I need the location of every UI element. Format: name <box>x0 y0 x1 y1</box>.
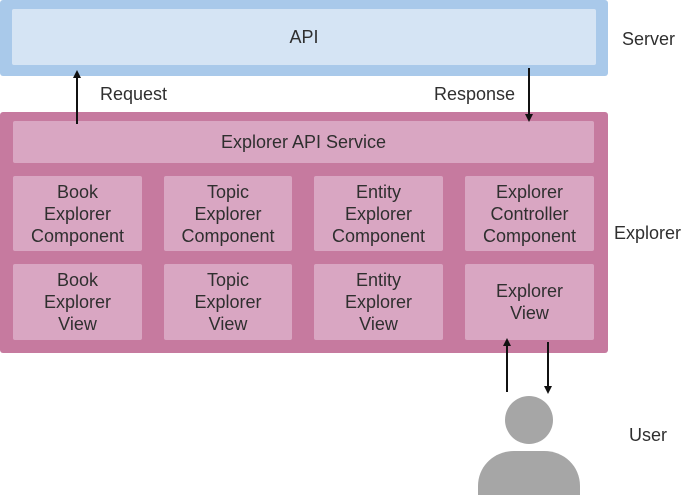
entity-explorer-view-box: Entity Explorer View <box>314 264 443 340</box>
book-explorer-view-box: Book Explorer View <box>13 264 142 340</box>
explorer-api-service-label: Explorer API Service <box>220 131 387 152</box>
topic-explorer-component-box: Topic Explorer Component <box>164 176 292 251</box>
book-explorer-component-box: Book Explorer Component <box>13 176 142 251</box>
explorer-controller-component-box: Explorer Controller Component <box>465 176 594 251</box>
explorer-api-service-box: Explorer API Service <box>13 121 594 163</box>
request-label: Request <box>100 84 168 104</box>
api-box: API <box>12 9 596 65</box>
explorer-view-box: Explorer View <box>465 264 594 340</box>
entity-explorer-component-box: Entity Explorer Component <box>314 176 443 251</box>
explorer-label: Explorer <box>614 223 681 243</box>
topic-explorer-view-box: Topic Explorer View <box>164 264 292 340</box>
api-label: API <box>289 26 319 47</box>
user-label: User <box>629 425 668 445</box>
user-icon <box>478 396 580 495</box>
server-label: Server <box>622 29 676 49</box>
response-label: Response <box>434 84 516 104</box>
